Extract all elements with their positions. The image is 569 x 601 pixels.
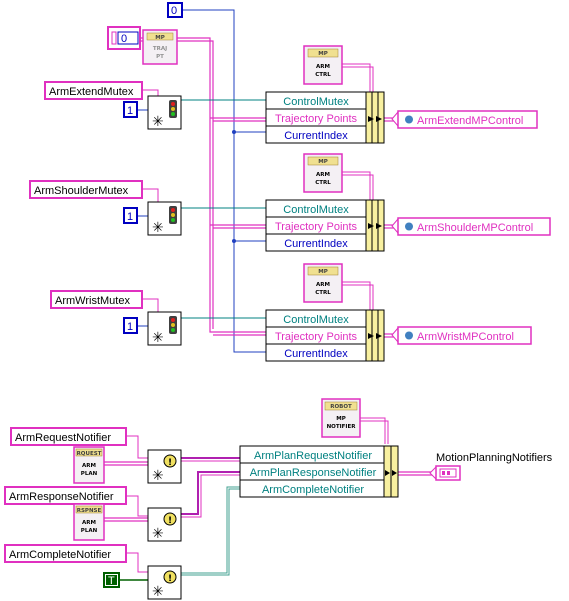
new-star-icon: ✳: [152, 584, 164, 600]
svg-text:ARM: ARM: [316, 64, 330, 70]
motion-planning-notifiers-indicator[interactable]: MotionPlanningNotifiers: [429, 452, 553, 481]
svg-text:ControlMutex: ControlMutex: [283, 204, 349, 216]
arm-wrist-mp-control-global[interactable]: ArmWristMPControl: [391, 326, 532, 345]
arm-extend-mp-control-global[interactable]: ArmExtendMPControl: [391, 110, 538, 129]
svg-text:CurrentIndex: CurrentIndex: [284, 130, 348, 142]
svg-text:Trajectory Points: Trajectory Points: [275, 113, 358, 125]
svg-text:ArmPlanRequestNotifier: ArmPlanRequestNotifier: [254, 450, 372, 462]
one-constant-extend[interactable]: 1: [123, 101, 138, 118]
svg-text:1: 1: [127, 105, 133, 117]
arm-response-notifier-control[interactable]: ArmResponseNotifier: [4, 486, 127, 505]
svg-text:ControlMutex: ControlMutex: [283, 314, 349, 326]
arm-shoulder-mp-control-global[interactable]: ArmShoulderMPControl: [391, 217, 551, 236]
obtain-notifier-node-response[interactable]: ! ✳: [147, 507, 182, 542]
svg-text:ARM: ARM: [316, 282, 330, 288]
svg-text:CTRL: CTRL: [315, 290, 331, 296]
arm-wrist-mutex-control[interactable]: ArmWristMutex: [50, 290, 143, 309]
one-constant-wrist[interactable]: 1: [123, 317, 138, 334]
arm-extend-mutex-label: ArmExtendMutex: [49, 86, 134, 98]
arm-shoulder-mutex-label: ArmShoulderMutex: [34, 185, 129, 197]
svg-text:ArmCompleteNotifier: ArmCompleteNotifier: [262, 484, 364, 496]
request-arm-plan-icon: RQUEST ARM PLAN: [73, 446, 105, 484]
wires-bottom: [104, 417, 436, 581]
svg-text:NOTIFIER: NOTIFIER: [327, 424, 357, 430]
obtain-notifier-node-complete[interactable]: ! ✳: [147, 565, 182, 600]
svg-text:T: T: [108, 575, 115, 587]
globe-icon: [405, 331, 413, 340]
svg-text:Trajectory Points: Trajectory Points: [275, 221, 358, 233]
svg-text:PT: PT: [156, 54, 164, 60]
arm-extend-mutex-control[interactable]: ArmExtendMutex: [44, 81, 143, 100]
arm-ctrl-icon-extend: MP ARM CTRL: [303, 45, 343, 85]
svg-text:CurrentIndex: CurrentIndex: [284, 238, 348, 250]
svg-text:TRAJ: TRAJ: [153, 46, 167, 52]
arm-wrist-mutex-label: ArmWristMutex: [55, 295, 130, 307]
svg-text:PLAN: PLAN: [81, 471, 98, 477]
globe-icon: [405, 222, 413, 231]
motion-planning-notifiers-label: MotionPlanningNotifiers: [436, 452, 553, 464]
svg-text:ArmWristMPControl: ArmWristMPControl: [417, 331, 514, 343]
svg-text:1: 1: [127, 321, 133, 333]
svg-text:CurrentIndex: CurrentIndex: [284, 348, 348, 360]
svg-text:!: !: [168, 458, 172, 468]
new-star-icon: ✳: [152, 468, 164, 484]
new-star-icon: ✳: [152, 526, 164, 542]
svg-text:CTRL: CTRL: [315, 72, 331, 78]
traj-array-constant[interactable]: 0 MP TRAJ PT: [107, 26, 178, 65]
bundle-by-name-wrist[interactable]: ControlMutex Trajectory Points CurrentIn…: [265, 309, 385, 362]
svg-text:ArmShoulderMPControl: ArmShoulderMPControl: [417, 222, 533, 234]
svg-text:ArmResponseNotifier: ArmResponseNotifier: [9, 491, 114, 503]
svg-text:ArmRequestNotifier: ArmRequestNotifier: [15, 432, 111, 444]
svg-text:ARM: ARM: [316, 172, 330, 178]
one-constant-shoulder[interactable]: 1: [123, 207, 138, 224]
new-star-icon: ✳: [152, 114, 164, 130]
traj-array-index: 0: [121, 33, 127, 45]
svg-text:PLAN: PLAN: [81, 528, 98, 534]
svg-text:ARM: ARM: [82, 520, 96, 526]
arm-ctrl-icon-shoulder: MP ARM CTRL: [303, 153, 343, 193]
traj-pt-icon: MP TRAJ PT: [142, 29, 178, 65]
svg-text:1: 1: [127, 211, 133, 223]
svg-text:ROBOT: ROBOT: [330, 404, 352, 410]
svg-text:Trajectory Points: Trajectory Points: [275, 331, 358, 343]
svg-text:ControlMutex: ControlMutex: [283, 96, 349, 108]
create-mutex-node-extend[interactable]: ✳: [147, 95, 182, 130]
svg-text:!: !: [168, 574, 172, 584]
bundle-by-name-extend[interactable]: ControlMutex Trajectory Points CurrentIn…: [265, 91, 385, 144]
create-mutex-node-wrist[interactable]: ✳: [147, 311, 182, 346]
svg-text:CTRL: CTRL: [315, 180, 331, 186]
svg-text:RSPNSE: RSPNSE: [77, 508, 102, 514]
svg-text:MP: MP: [336, 416, 346, 422]
arm-shoulder-mutex-control[interactable]: ArmShoulderMutex: [29, 180, 143, 199]
svg-text:MP: MP: [318, 269, 328, 275]
bundle-by-name-notifiers[interactable]: ArmPlanRequestNotifier ArmPlanResponseNo…: [239, 445, 399, 498]
svg-text:MP: MP: [155, 35, 165, 41]
true-constant[interactable]: T: [103, 572, 120, 588]
svg-text:!: !: [168, 516, 172, 526]
bundle-by-name-shoulder[interactable]: ControlMutex Trajectory Points CurrentIn…: [265, 199, 385, 252]
zero-constant[interactable]: 0: [167, 2, 183, 18]
svg-text:MP: MP: [318, 51, 328, 57]
zero-constant-value: 0: [171, 5, 177, 17]
create-mutex-node-shoulder[interactable]: ✳: [147, 201, 182, 236]
svg-text:ARM: ARM: [82, 463, 96, 469]
svg-text:ArmCompleteNotifier: ArmCompleteNotifier: [9, 549, 111, 561]
svg-text:ArmPlanResponseNotifier: ArmPlanResponseNotifier: [250, 467, 377, 479]
arm-ctrl-icon-wrist: MP ARM CTRL: [303, 263, 343, 303]
response-arm-plan-icon: RSPNSE ARM PLAN: [73, 503, 105, 541]
arm-complete-notifier-control[interactable]: ArmCompleteNotifier: [4, 544, 127, 563]
svg-text:ArmExtendMPControl: ArmExtendMPControl: [417, 115, 523, 127]
globe-icon: [405, 115, 413, 124]
new-star-icon: ✳: [152, 220, 164, 236]
robot-mp-notifier-icon: ROBOT MP NOTIFIER: [321, 398, 361, 438]
new-star-icon: ✳: [152, 330, 164, 346]
svg-text:RQUEST: RQUEST: [77, 451, 102, 457]
arm-request-notifier-control[interactable]: ArmRequestNotifier: [10, 427, 127, 446]
obtain-notifier-node-request[interactable]: ! ✳: [147, 449, 182, 484]
svg-text:MP: MP: [318, 159, 328, 165]
